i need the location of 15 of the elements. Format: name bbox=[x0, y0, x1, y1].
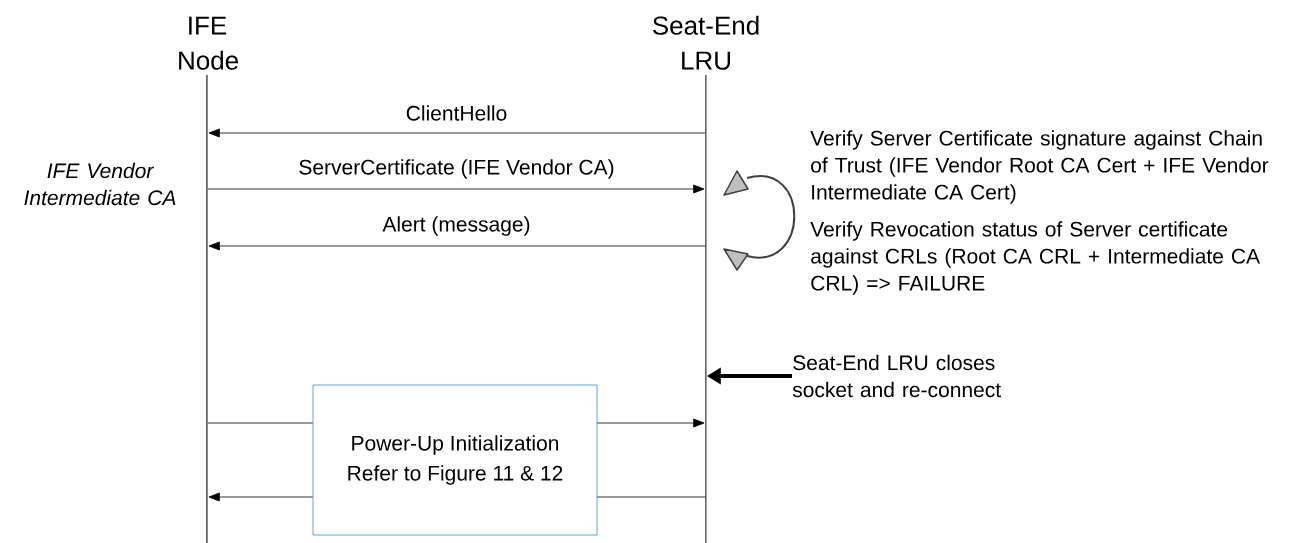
edge-label: ServerCertificate (IFE Vendor CA) bbox=[297, 158, 616, 180]
lifeline-header: Seat-End LRU bbox=[653, 15, 759, 70]
edge-label: ClientHello bbox=[404, 104, 509, 122]
process-box: Power-Up Initialization Refer to Figure 11 & 12 bbox=[312, 384, 598, 536]
arrow bbox=[208, 492, 313, 502]
lifeline-header: IFE Node bbox=[179, 16, 238, 70]
note-text: Verify Revocation status of Server certificate against CRLs (Root CA CRL + Intermediate CA CRL) => FAILURE bbox=[810, 221, 1261, 295]
arrow bbox=[207, 184, 705, 194]
arrow bbox=[208, 128, 706, 138]
arrow bbox=[597, 418, 705, 428]
edge-label: Alert (message) bbox=[381, 215, 532, 237]
note-text: Seat-End LRU closes socket and re-connect bbox=[792, 354, 1001, 398]
note-text: Verify Server Certificate signature against Chain of Trust (IFE Vendor Root CA Cert + IFE Vendor Intermediate CA Cert) bbox=[810, 130, 1269, 204]
note-text: IFE Vendor Intermediate CA bbox=[24, 162, 176, 206]
arrow bbox=[208, 241, 706, 251]
